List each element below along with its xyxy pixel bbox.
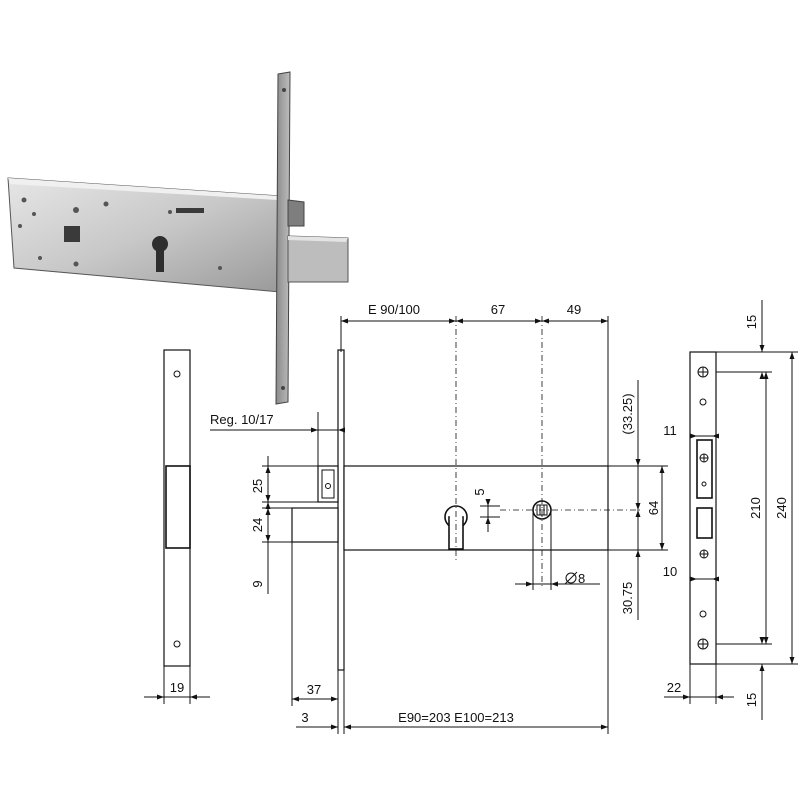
screw-hole-bottom <box>697 638 709 650</box>
lock-product-image <box>7 71 349 405</box>
bottom-margin-label: 15 <box>744 693 759 707</box>
faceplate-front-view: 11 10 22 15 210 15 2 <box>663 300 798 720</box>
latch-opening <box>696 439 713 499</box>
latch-adjust-label: Reg. 10/17 <box>210 412 274 427</box>
strike-plate-view: 19 <box>144 349 210 704</box>
screw-hole-top <box>697 366 709 378</box>
bolt-gap-label: 9 <box>250 580 265 587</box>
bolt <box>291 507 339 543</box>
lock-side-view: E 90/100 67 49 Reg. 10/17 25 24 9 5 <box>210 302 668 734</box>
latch-height-label: 25 <box>250 479 265 493</box>
diameter-symbol <box>564 571 578 585</box>
cylinder-offset-label: 5 <box>472 488 487 495</box>
lock-case <box>343 465 609 551</box>
spindle-diameter-label: 8 <box>578 571 585 586</box>
faceplate-width-label: 22 <box>667 680 681 695</box>
strike-hole-top <box>173 370 181 378</box>
cylinder-top-label: (33.25) <box>620 393 635 434</box>
right-offset-label: 49 <box>567 302 581 317</box>
top-margin-label: 15 <box>744 315 759 329</box>
screw-span-label: 210 <box>748 497 763 519</box>
strike-hole-bottom <box>173 640 181 648</box>
strike-opening <box>165 465 191 549</box>
plate-thickness-label: 3 <box>301 710 308 725</box>
upper-slot-inset-label: 11 <box>663 423 677 438</box>
strike-width-label: 19 <box>170 680 184 695</box>
strike-plate <box>163 349 191 667</box>
backset-label: E 90/100 <box>368 302 420 317</box>
bolt-opening <box>696 507 713 539</box>
case-length-label: E90=203 E100=213 <box>398 710 514 725</box>
plate-height-label: 240 <box>774 497 789 519</box>
bolt-height-label: 24 <box>250 518 265 532</box>
cylinder-bottom-label: 30.75 <box>620 582 635 615</box>
faceplate <box>337 349 345 671</box>
bolt-throw-label: 37 <box>307 682 321 697</box>
case-height-label: 64 <box>646 501 661 515</box>
center-distance-label: 67 <box>491 302 505 317</box>
lower-slot-inset-label: 10 <box>663 564 677 579</box>
